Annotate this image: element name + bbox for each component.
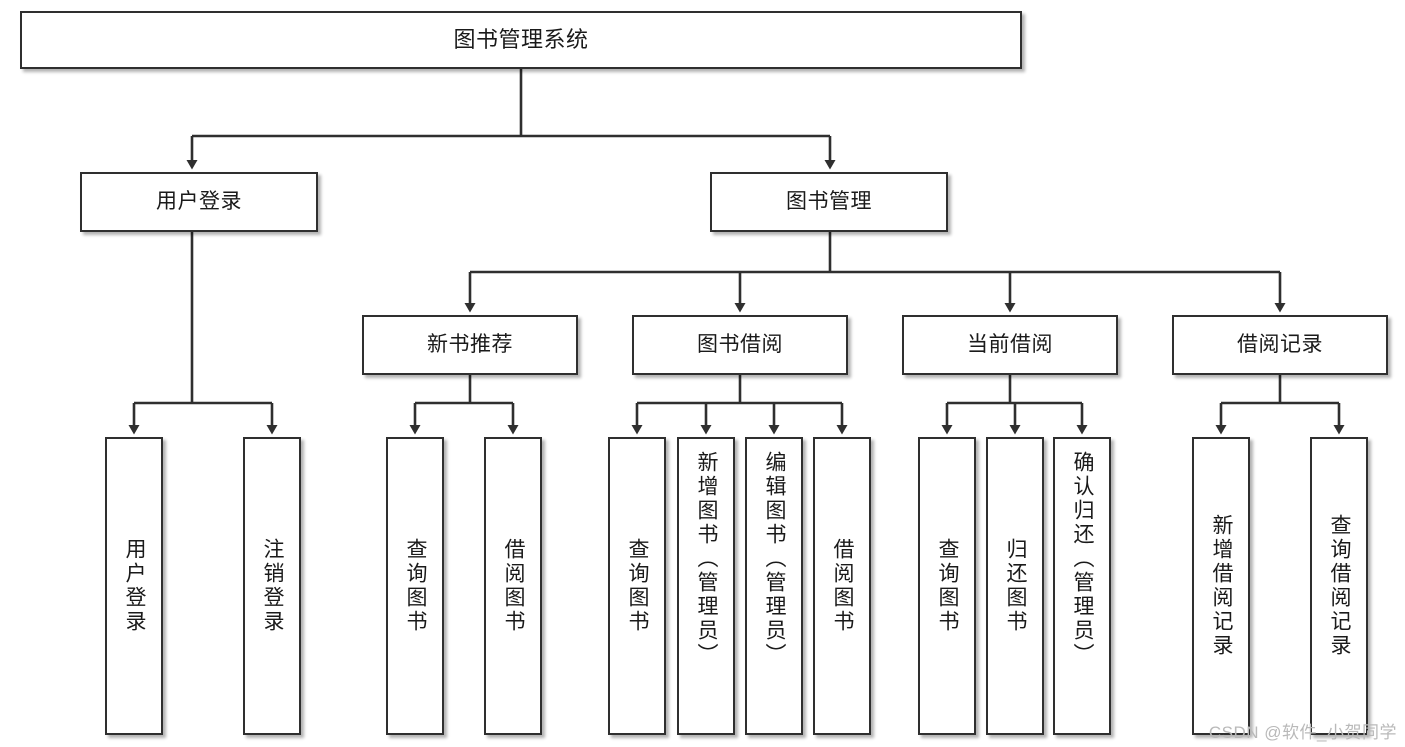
leaf-node-add-book-admin[interactable]: 新增图书（管理员） (677, 437, 735, 735)
node-book-management[interactable]: 图书管理 (710, 172, 948, 232)
node-label: 查询借阅记录 (1328, 514, 1352, 658)
node-label: 新增图书（管理员） (695, 451, 719, 667)
node-label: 查询图书 (626, 538, 650, 634)
node-current-borrowing[interactable]: 当前借阅 (902, 315, 1118, 375)
node-label: 归还图书 (1004, 538, 1028, 634)
leaf-node-query-borrow-record[interactable]: 查询借阅记录 (1310, 437, 1368, 735)
leaf-node-query-books-current[interactable]: 查询图书 (918, 437, 976, 735)
node-label: 确认归还（管理员） (1071, 451, 1095, 667)
node-label: 借阅记录 (1237, 332, 1323, 356)
node-label: 借阅图书 (502, 538, 526, 634)
leaf-node-borrow-books[interactable]: 借阅图书 (813, 437, 871, 735)
leaf-node-confirm-return-admin[interactable]: 确认归还（管理员） (1053, 437, 1111, 735)
leaf-node-edit-book-admin[interactable]: 编辑图书（管理员） (745, 437, 803, 735)
leaf-node-query-books-borrow[interactable]: 查询图书 (608, 437, 666, 735)
leaf-node-logout[interactable]: 注销登录 (243, 437, 301, 735)
watermark-text: CSDN @软件_小贺同学 (1208, 723, 1397, 742)
node-label: 查询图书 (936, 538, 960, 634)
leaf-node-query-books-recommend[interactable]: 查询图书 (386, 437, 444, 735)
node-label: 图书管理系统 (453, 27, 589, 53)
leaf-node-borrow-books-recommend[interactable]: 借阅图书 (484, 437, 542, 735)
node-label: 用户登录 (123, 538, 147, 634)
node-user-login[interactable]: 用户登录 (80, 172, 318, 232)
leaf-node-user-login[interactable]: 用户登录 (105, 437, 163, 735)
node-label: 编辑图书（管理员） (763, 451, 787, 667)
node-label: 借阅图书 (831, 538, 855, 634)
node-label: 图书借阅 (697, 332, 783, 356)
node-book-borrowing[interactable]: 图书借阅 (632, 315, 848, 375)
node-label: 查询图书 (404, 538, 428, 634)
node-label: 用户登录 (156, 189, 242, 213)
node-label: 当前借阅 (967, 332, 1053, 356)
node-new-book-recommend[interactable]: 新书推荐 (362, 315, 578, 375)
leaf-node-return-books[interactable]: 归还图书 (986, 437, 1044, 735)
node-root-book-management-system[interactable]: 图书管理系统 (20, 11, 1022, 69)
node-label: 注销登录 (261, 538, 285, 634)
node-borrow-record[interactable]: 借阅记录 (1172, 315, 1388, 375)
node-label: 新书推荐 (427, 332, 513, 356)
leaf-node-add-borrow-record[interactable]: 新增借阅记录 (1192, 437, 1250, 735)
node-label: 新增借阅记录 (1210, 514, 1234, 658)
node-label: 图书管理 (786, 189, 872, 213)
